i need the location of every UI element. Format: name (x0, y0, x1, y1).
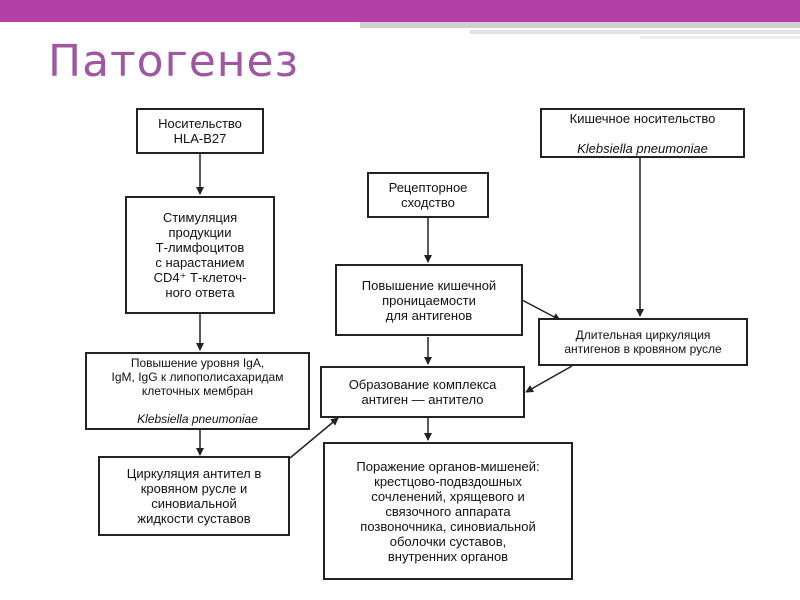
top-accent-bar (0, 0, 800, 22)
slide-title: Патогенез (48, 36, 300, 87)
box-igA-levels: Повышение уровня IgA, IgM, IgG к липопол… (85, 352, 310, 430)
arrow-circ-to-complex (289, 417, 339, 459)
arrow-longcirc-to-complex (525, 365, 573, 393)
box-target-organ-damage: Поражение органов-мишеней: крестцово-под… (323, 442, 573, 580)
box-intestinal-permeability: Повышение кишечной проницаемости для ант… (335, 264, 523, 336)
arrow-permeab-to-longcirc (521, 299, 561, 321)
box-intestinal-klebsiella: Кишечное носительство Klebsiella pneumon… (540, 108, 745, 158)
box-antigen-antibody-complex: Образование комплекса антиген — антитело (320, 366, 525, 418)
box-antibody-circulation: Циркуляция антител в кровяном русле и си… (98, 456, 290, 536)
box-receptor-similarity: Рецепторное сходство (367, 172, 489, 218)
box-hla-carriage: Носительство HLA-B27 (136, 108, 264, 154)
top-stripe (360, 22, 800, 28)
top-stripe (640, 36, 800, 39)
top-stripe (470, 30, 800, 34)
box-long-antigen-circulation: Длительная циркуляция антигенов в кровян… (538, 318, 748, 366)
box-t-cell-stimulation: Стимуляция продукции Т-лимфоцитов с нара… (125, 196, 275, 314)
